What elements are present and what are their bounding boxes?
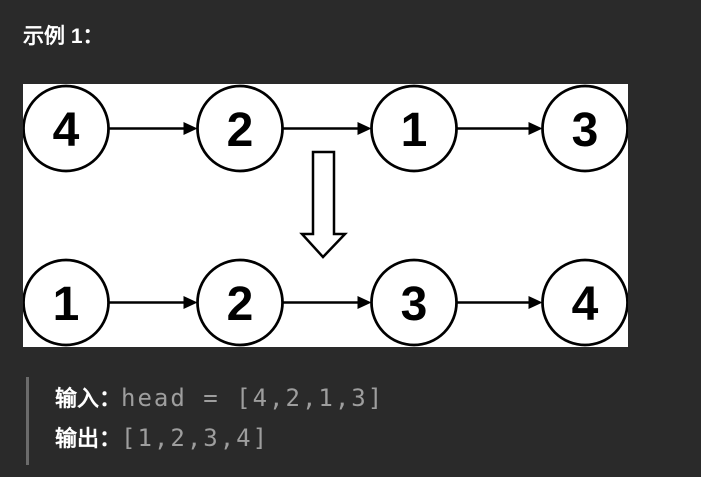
list-node-circle [196, 84, 284, 173]
output-label: 输出： [55, 426, 122, 451]
list-node-value: 1 [401, 104, 428, 157]
example-io-block: 输入：head = [4,2,1,3] 输出：[1,2,3,4] [26, 377, 384, 465]
list-node-value: 2 [227, 278, 254, 331]
list-node-circle [23, 84, 110, 173]
output-line: 输出：[1,2,3,4] [55, 420, 384, 460]
list-node-circle [370, 258, 458, 347]
next-pointer-arrowhead-icon [357, 122, 372, 135]
list-node-value: 2 [227, 104, 254, 157]
list-node-circle [541, 258, 628, 347]
next-pointer-arrowhead-icon [528, 296, 543, 309]
input-line: 输入：head = [4,2,1,3] [55, 380, 384, 420]
list-node-circle [370, 84, 458, 173]
list-node-circle [196, 258, 284, 347]
linked-list-diagram-panel: 4 2 1 3 1 2 3 4 [23, 84, 628, 347]
input-label: 输入： [55, 386, 122, 411]
list-node-circle [541, 84, 628, 173]
next-pointer-arrowhead-icon [183, 296, 198, 309]
list-node-circle [23, 258, 110, 347]
linked-list-diagram: 4 2 1 3 1 2 3 4 [23, 84, 628, 347]
transform-down-arrow-icon [299, 150, 348, 259]
list-node-value: 4 [53, 104, 80, 157]
next-pointer-arrowhead-icon [528, 122, 543, 135]
output-value: [1,2,3,4] [121, 424, 270, 452]
list-node-value: 3 [572, 104, 599, 157]
list-node-value: 3 [401, 278, 428, 331]
list-node-value: 1 [53, 278, 80, 331]
next-pointer-arrowhead-icon [183, 122, 198, 135]
example-title: 示例 1： [23, 25, 104, 48]
next-pointer-arrowhead-icon [357, 296, 372, 309]
input-value: head = [4,2,1,3] [121, 384, 385, 412]
list-node-value: 4 [572, 278, 599, 331]
